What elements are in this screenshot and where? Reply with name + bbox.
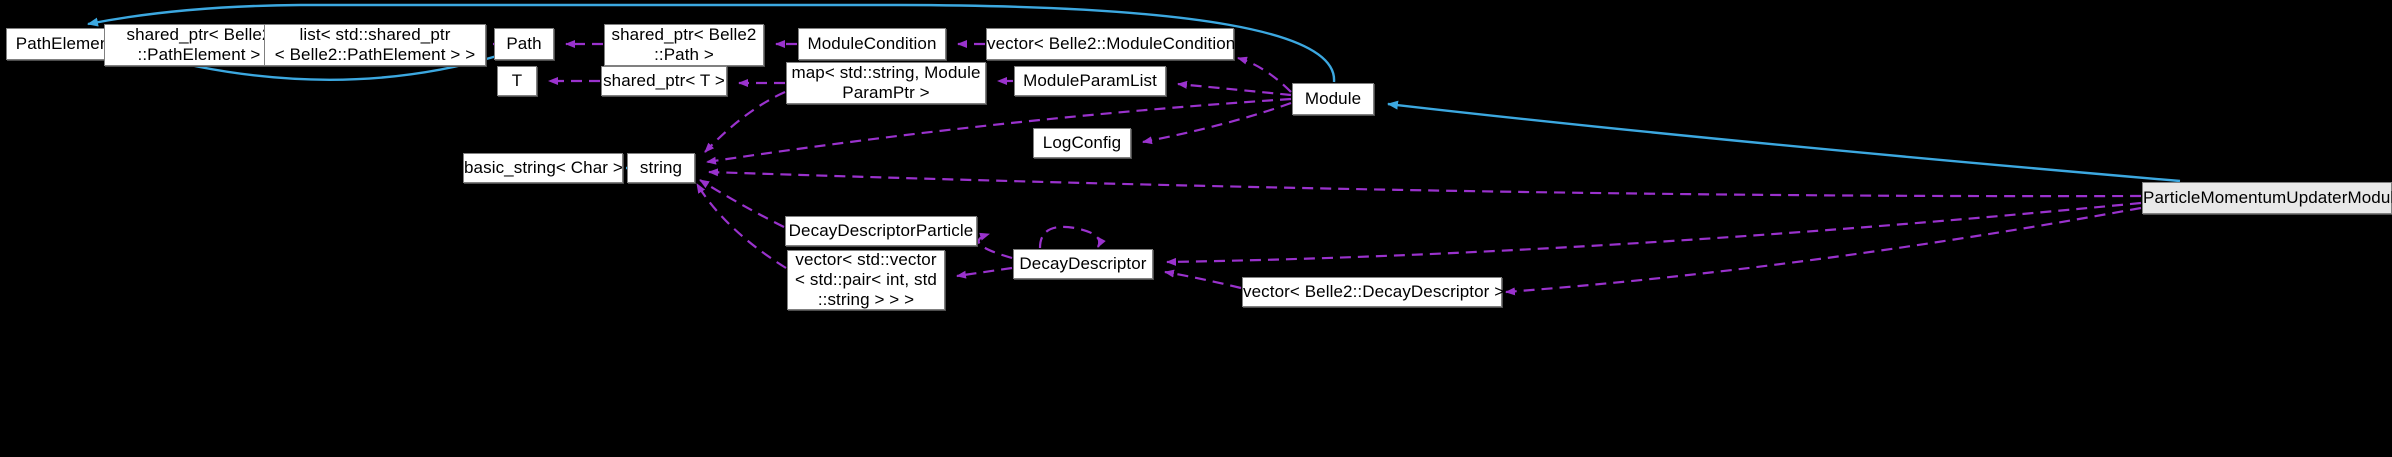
edge-module-logconfig	[1142, 101, 1292, 145]
class-node-list_sp_pe[interactable]: list< std::shared_ptr < Belle2::PathElem…	[264, 24, 486, 66]
class-node-string[interactable]: string	[627, 153, 695, 183]
edge-pmum-decaydescriptor	[1166, 201, 2142, 266]
class-node-label: vector< Belle2::ModuleCondition >	[987, 34, 1251, 53]
edge-vec_vec_pair-string	[696, 183, 787, 269]
class-node-label: list< std::shared_ptr < Belle2::PathElem…	[274, 25, 476, 64]
class-node-label: DecayDescriptor	[1019, 254, 1147, 273]
edge-ddparticle-string	[699, 179, 785, 228]
class-node-label: ModuleParamList	[1023, 71, 1157, 90]
class-node-label: map< std::string, Module ParamPtr >	[791, 63, 981, 102]
class-node-t[interactable]: T	[497, 66, 537, 96]
class-node-sp_pathelement[interactable]: shared_ptr< Belle2 ::PathElement >	[104, 24, 294, 66]
class-node-label: Path	[506, 34, 542, 53]
class-node-label: basic_string< Char >	[464, 158, 623, 177]
class-node-label: LogConfig	[1042, 133, 1122, 152]
class-node-module[interactable]: Module	[1292, 83, 1374, 115]
class-node-logconfig[interactable]: LogConfig	[1033, 128, 1131, 158]
class-node-sp_t[interactable]: shared_ptr< T >	[601, 66, 727, 96]
class-node-label: ParticleMomentumUpdaterModule	[2143, 188, 2392, 207]
class-node-label: PathElement	[15, 34, 115, 53]
class-node-ddparticle[interactable]: DecayDescriptorParticle	[785, 216, 977, 246]
class-node-vec_decaydesc[interactable]: vector< Belle2::DecayDescriptor >	[1242, 277, 1505, 307]
class-node-basic_string[interactable]: basic_string< Char >	[463, 153, 623, 183]
edge-decaydescriptor-ddparticle	[977, 232, 1013, 260]
class-node-label: T	[511, 71, 523, 90]
class-node-label: vector< Belle2::DecayDescriptor >	[1243, 282, 1505, 301]
class-node-label: Module	[1304, 89, 1362, 108]
edge-vec_decaydesc-decaydescriptor	[1164, 269, 1242, 290]
class-node-label: shared_ptr< Belle2 ::Path >	[611, 25, 757, 64]
class-node-label: ModuleCondition	[807, 34, 937, 53]
edge-module-vec_modcond	[1237, 56, 1292, 93]
edge-pmum-string	[708, 168, 2142, 198]
class-node-vec_modcond[interactable]: vector< Belle2::ModuleCondition >	[986, 28, 1251, 60]
class-node-label: shared_ptr< Belle2 ::PathElement >	[126, 25, 272, 64]
class-node-vec_vec_pair[interactable]: vector< std::vector < std::pair< int, st…	[787, 250, 945, 310]
class-node-decaydescriptor[interactable]: DecayDescriptor	[1013, 249, 1153, 279]
class-node-map_modparam[interactable]: map< std::string, Module ParamPtr >	[786, 62, 986, 104]
class-node-label: shared_ptr< T >	[603, 71, 725, 90]
class-node-label: string	[639, 158, 683, 177]
class-node-label: vector< std::vector < std::pair< int, st…	[795, 250, 937, 309]
edge-pmum-module-inherit	[1387, 100, 2181, 183]
class-node-path[interactable]: Path	[494, 28, 554, 60]
edge-pmum-vec_decaydesc	[1505, 206, 2142, 296]
class-node-modulecondition[interactable]: ModuleCondition	[798, 28, 946, 60]
edge-module-pathelement-inherit	[87, 3, 1336, 83]
edge-module-moduleparamlist	[1177, 80, 1292, 97]
class-node-sp_path[interactable]: shared_ptr< Belle2 ::Path >	[604, 24, 764, 66]
edge-decaydescriptor-vec_vec_pair	[956, 266, 1013, 279]
edge-module-string	[706, 97, 1292, 165]
class-node-label: DecayDescriptorParticle	[788, 221, 974, 240]
edge-decaydescriptor-self	[1038, 225, 1106, 249]
edge-map_modparam-string	[704, 90, 786, 153]
class-node-moduleparamlist[interactable]: ModuleParamList	[1014, 66, 1166, 96]
class-node-pmum[interactable]: ParticleMomentumUpdaterModule	[2142, 182, 2392, 214]
